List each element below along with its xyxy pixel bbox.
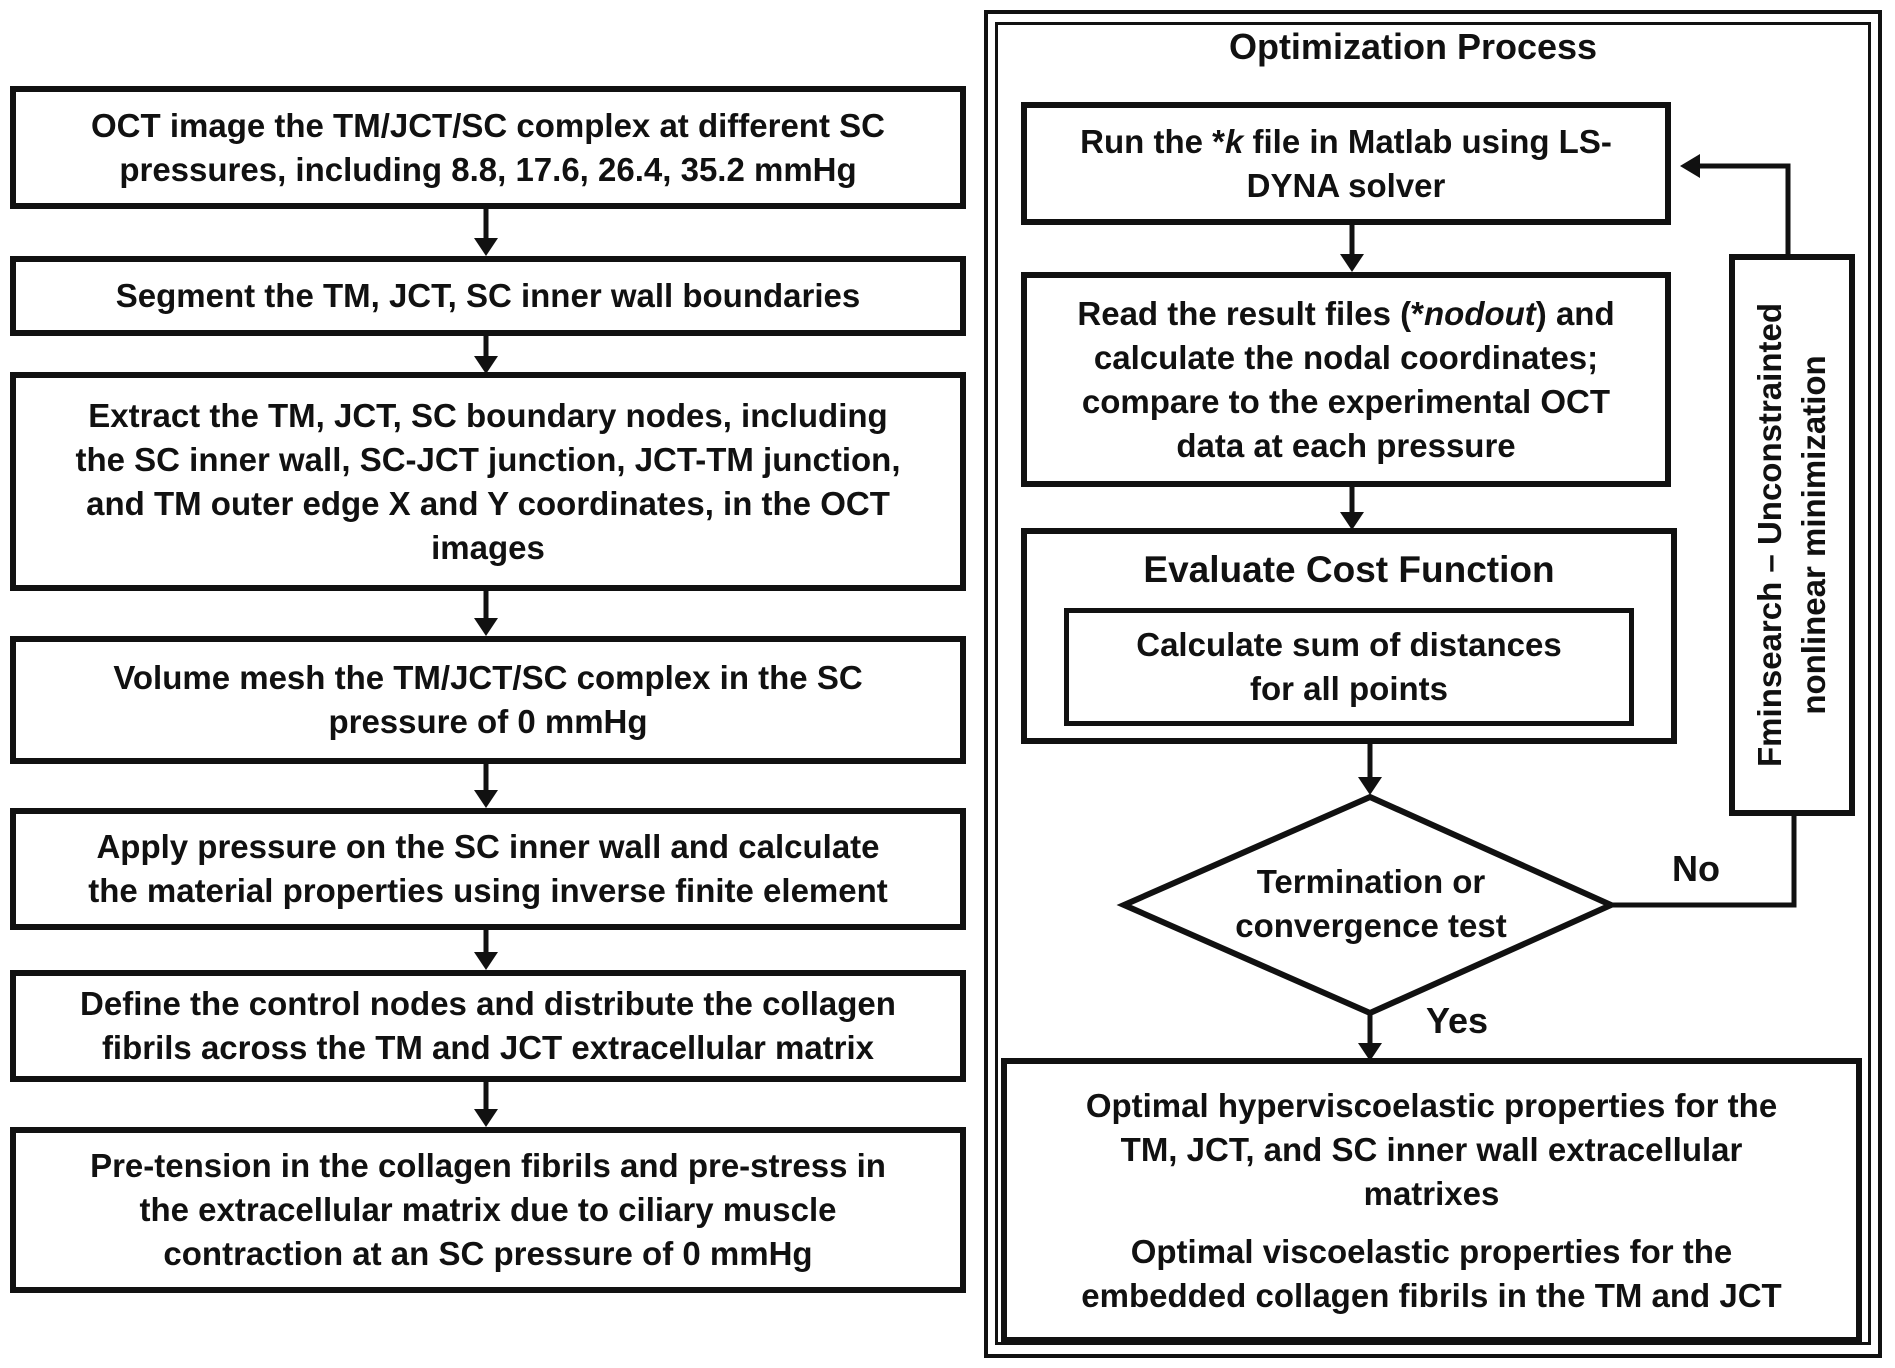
result-line4: Optimal viscoelastic properties for the: [1130, 1232, 1733, 1270]
arrowhead-left-3: [474, 618, 498, 636]
step-pre-tension-line2: the extracellular matrix due to ciliary …: [139, 1191, 837, 1228]
step-pre-tension-line3: contraction at an SC pressure of 0 mmHg: [163, 1235, 813, 1272]
cost-function-title: Evaluate Cost Function: [1143, 549, 1555, 590]
optimization-inner-frame: [995, 22, 1871, 1345]
optimization-outer-frame: [984, 10, 1882, 1358]
run-step-line2: DYNA solver: [1246, 166, 1446, 204]
decision-line1: Termination or: [1256, 863, 1486, 900]
fminsearch-line2: nonlinear minimization: [1795, 355, 1832, 715]
optimal-properties-result: Optimal hyperviscoelastic properties for…: [1001, 1058, 1862, 1343]
step-segment: Segment the TM, JCT, SC inner wall bound…: [10, 256, 966, 336]
decision-line2: convergence test: [1235, 907, 1507, 944]
step-apply-pressure-line2: the material properties using inverse fi…: [88, 872, 888, 909]
cost-function-sub-box: Calculate sum of distances for all point…: [1064, 608, 1634, 726]
result-line5: embedded collagen fibrils in the TM and …: [1081, 1276, 1782, 1314]
run-step-text-post: file in Matlab using LS-: [1243, 122, 1612, 160]
step-extract-line3: and TM outer edge X and Y coordinates, i…: [86, 484, 890, 522]
yes-label: Yes: [1426, 1000, 1489, 1041]
cost-sub-line1: Calculate sum of distances: [1136, 626, 1562, 663]
arrowhead-cost-to-decision: [1358, 777, 1382, 795]
read-step-line3: compare to the experimental OCT: [1081, 382, 1611, 420]
fminsearch-line1: Fminsearch – Unconstrainted: [1751, 303, 1788, 767]
step-volume-mesh-line2: pressure of 0 mmHg: [328, 703, 648, 740]
arrowhead-left-6: [474, 1109, 498, 1127]
step-oct-imaging-line2: pressures, including 8.8, 17.6, 26.4, 35…: [119, 150, 857, 188]
arrowhead-loop-back: [1680, 154, 1700, 178]
step-segment-line1: Segment the TM, JCT, SC inner wall bound…: [115, 277, 861, 314]
read-step-text-italic: nodout: [1424, 294, 1536, 332]
step-control-nodes: Define the control nodes and distribute …: [10, 970, 966, 1082]
arrowhead-decision-to-result: [1358, 1043, 1382, 1061]
read-step-text-post: ) and: [1535, 294, 1615, 332]
no-label: No: [1672, 848, 1720, 889]
read-step-line2: calculate the nodal coordinates;: [1093, 338, 1599, 376]
result-line3: matrixes: [1363, 1174, 1500, 1212]
step-apply-pressure-line1: Apply pressure on the SC inner wall and …: [96, 828, 880, 865]
arrowhead-run-to-read: [1340, 254, 1364, 272]
step-extract-line1: Extract the TM, JCT, SC boundary nodes, …: [88, 396, 888, 434]
step-control-nodes-line1: Define the control nodes and distribute …: [80, 985, 896, 1022]
result-line1: Optimal hyperviscoelastic properties for…: [1085, 1086, 1778, 1124]
cost-sub-line2: for all points: [1250, 670, 1448, 707]
arrowhead-left-1: [474, 238, 498, 256]
step-run-k-file: Run the *k file in Matlab using LS- DYNA…: [1021, 102, 1671, 225]
read-step-text-pre: Read the result files (*: [1077, 294, 1424, 332]
run-step-line1: Run the *k file in Matlab using LS-: [1080, 120, 1612, 164]
step-read-results: Read the result files (*nodout) and calc…: [1021, 272, 1671, 487]
step-oct-imaging: OCT image the TM/JCT/SC complex at diffe…: [10, 86, 966, 209]
arrowhead-left-4: [474, 790, 498, 808]
read-step-line1: Read the result files (*nodout) and: [1077, 292, 1614, 336]
optimization-title: Optimization Process: [1228, 26, 1598, 67]
evaluate-cost-function: Evaluate Cost Function Calculate sum of …: [1021, 528, 1677, 744]
read-step-line4: data at each pressure: [1176, 426, 1516, 464]
step-volume-mesh-line1: Volume mesh the TM/JCT/SC complex in the…: [113, 659, 863, 696]
arrowhead-left-5: [474, 952, 498, 970]
fminsearch-text: Fminsearch – Unconstrainted nonlinear mi…: [1748, 303, 1836, 767]
fminsearch-box: Fminsearch – Unconstrainted nonlinear mi…: [1729, 254, 1855, 816]
run-step-text-italic: k: [1224, 122, 1244, 160]
result-line2: TM, JCT, and SC inner wall extracellular: [1120, 1130, 1743, 1168]
step-volume-mesh: Volume mesh the TM/JCT/SC complex in the…: [10, 636, 966, 764]
run-step-text-pre: Run the *: [1080, 122, 1225, 160]
decision-diamond: [1116, 793, 1619, 1017]
step-extract-line4: images: [431, 528, 545, 566]
step-pre-tension-line1: Pre-tension in the collagen fibrils and …: [90, 1147, 886, 1184]
decision-text: Termination or convergence test: [1196, 860, 1546, 948]
arrowhead-left-2: [474, 356, 498, 374]
no-feedback-line: [1611, 810, 1797, 908]
loop-back-line: [1700, 163, 1791, 257]
step-apply-pressure: Apply pressure on the SC inner wall and …: [10, 808, 966, 930]
step-extract-line2: the SC inner wall, SC-JCT junction, JCT-…: [75, 440, 901, 478]
step-pre-tension: Pre-tension in the collagen fibrils and …: [10, 1127, 966, 1293]
step-control-nodes-line2: fibrils across the TM and JCT extracellu…: [101, 1029, 875, 1066]
step-extract-nodes: Extract the TM, JCT, SC boundary nodes, …: [10, 372, 966, 591]
step-oct-imaging-line1: OCT image the TM/JCT/SC complex at diffe…: [91, 106, 885, 144]
arrowhead-read-to-cost: [1340, 512, 1364, 530]
